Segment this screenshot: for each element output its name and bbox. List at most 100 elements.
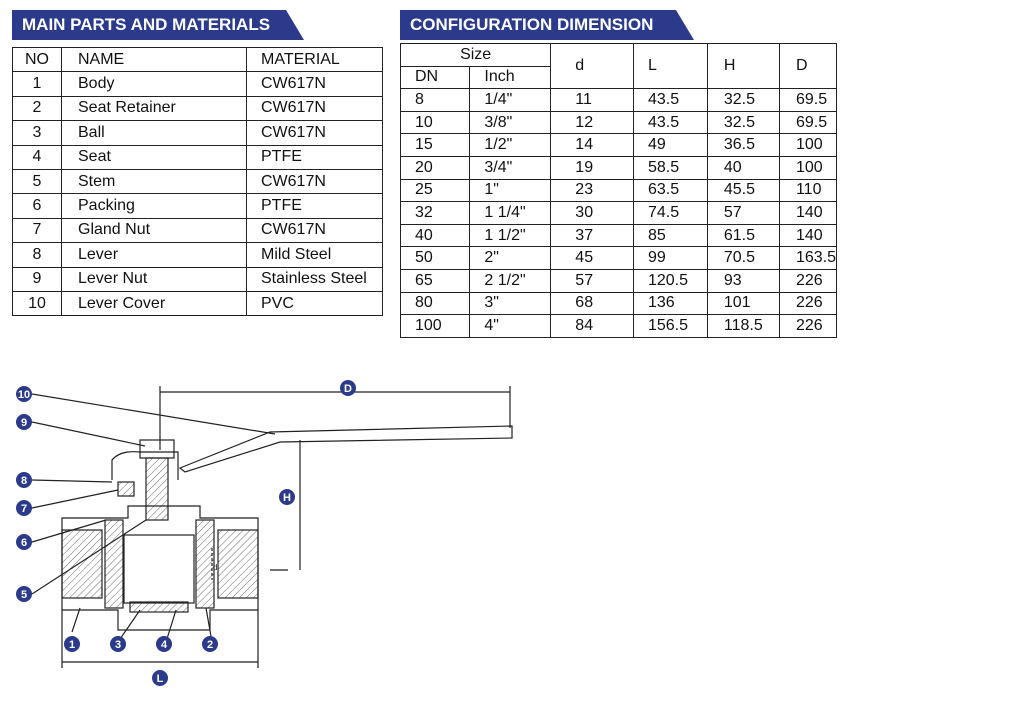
parts-cell-name: Seat Retainer bbox=[61, 95, 247, 122]
part-badge-6: 6 bbox=[16, 534, 32, 550]
part-badge-3-text: 3 bbox=[115, 639, 121, 651]
parts-cell-name: Packing bbox=[61, 193, 247, 219]
header-d: d bbox=[550, 42, 634, 90]
part-badge-3: 3 bbox=[110, 636, 126, 652]
part-badge-2-text: 2 bbox=[207, 639, 213, 651]
config-cell-D: 226 bbox=[778, 268, 838, 293]
parts-cell-name: Lever Nut bbox=[61, 266, 247, 292]
part-badge-7-text: 7 bbox=[21, 503, 27, 515]
dim-badge-L: L bbox=[152, 670, 168, 686]
dim-d-label: d bbox=[213, 563, 217, 572]
config-cell-inch: 2 1/2" bbox=[469, 268, 552, 293]
config-cell-L: 58.5 bbox=[632, 155, 708, 180]
config-cell-D: 163.5 bbox=[778, 246, 838, 270]
part-badge-9-circle bbox=[16, 414, 32, 430]
part-badge-2-circle bbox=[202, 636, 218, 652]
config-cell-inch: 3/8" bbox=[469, 110, 552, 135]
parts-cell-name: Stem bbox=[61, 168, 247, 195]
header-inch: Inch bbox=[469, 65, 552, 90]
part-badge-10: 10 bbox=[16, 386, 32, 402]
parts-cell-material: Mild Steel bbox=[246, 242, 383, 268]
part-badge-1: 1 bbox=[64, 636, 80, 652]
dim-badge-H: H bbox=[279, 489, 295, 505]
parts-cell-name: Body bbox=[61, 71, 247, 97]
dim-badge-L-text: L bbox=[157, 673, 164, 685]
config-cell-d: 11 bbox=[550, 88, 634, 112]
config-cell-d: 30 bbox=[550, 201, 634, 225]
config-cell-L: 43.5 bbox=[632, 88, 708, 112]
part-badge-8-text: 8 bbox=[21, 475, 27, 487]
part-badge-6-circle bbox=[16, 534, 32, 550]
parts-cell-name: Gland Nut bbox=[61, 217, 247, 244]
config-cell-dn: 65 bbox=[399, 268, 471, 293]
part-badge-8-circle bbox=[16, 472, 32, 488]
config-cell-H: 61.5 bbox=[706, 223, 780, 248]
parts-cell-name: Ball bbox=[61, 120, 247, 146]
parts-cell-material: CW617N bbox=[246, 95, 383, 122]
config-cell-d: 23 bbox=[550, 178, 634, 203]
part-badge-4-circle bbox=[156, 636, 172, 652]
parts-cell-material: CW617N bbox=[246, 120, 383, 146]
config-cell-H: 40 bbox=[706, 155, 780, 180]
config-cell-dn: 15 bbox=[399, 133, 471, 157]
config-header-row-1: Size d L H D bbox=[399, 42, 838, 90]
parts-cell-no: 8 bbox=[12, 242, 62, 268]
config-cell-inch: 2" bbox=[469, 246, 552, 270]
parts-cell-no: 2 bbox=[12, 95, 62, 122]
config-cell-dn: 25 bbox=[399, 178, 471, 203]
config-cell-dn: 10 bbox=[399, 110, 471, 135]
dim-badge-H-circle bbox=[279, 489, 295, 505]
config-cell-d: 14 bbox=[550, 133, 634, 157]
config-cell-D: 110 bbox=[778, 178, 838, 203]
dim-badge-D-circle bbox=[340, 380, 356, 396]
parts-cell-no: 5 bbox=[12, 168, 62, 195]
config-cell-D: 100 bbox=[778, 155, 838, 180]
config-cell-d: 19 bbox=[550, 155, 634, 180]
part-badge-5: 5 bbox=[16, 586, 32, 602]
part-badge-1-text: 1 bbox=[69, 639, 75, 651]
config-cell-inch: 3/4" bbox=[469, 155, 552, 180]
config-cell-H: 118.5 bbox=[706, 314, 780, 338]
config-cell-d: 37 bbox=[550, 223, 634, 248]
config-cell-D: 100 bbox=[778, 133, 838, 157]
parts-header-row: NO NAME MATERIAL bbox=[12, 46, 383, 73]
parts-cell-name: Seat bbox=[61, 144, 247, 170]
config-cell-H: 32.5 bbox=[706, 110, 780, 135]
config-cell-D: 140 bbox=[778, 223, 838, 248]
config-cell-D: 140 bbox=[778, 201, 838, 225]
config-cell-dn: 100 bbox=[399, 314, 471, 338]
parts-cell-material: CW617N bbox=[246, 71, 383, 97]
header-name: NAME bbox=[61, 46, 247, 73]
config-cell-L: 49 bbox=[632, 133, 708, 157]
parts-cell-name: Lever bbox=[61, 242, 247, 268]
header-material: MATERIAL bbox=[246, 46, 383, 73]
part-badge-10-text: 10 bbox=[18, 389, 30, 401]
parts-cell-no: 1 bbox=[12, 71, 62, 97]
header-D: D bbox=[778, 42, 838, 90]
config-cell-d: 12 bbox=[550, 110, 634, 135]
config-cell-L: 63.5 bbox=[632, 178, 708, 203]
part-badge-9: 9 bbox=[16, 414, 32, 430]
part-badge-5-circle bbox=[16, 586, 32, 602]
part-badge-7: 7 bbox=[16, 500, 32, 516]
part-badge-7-circle bbox=[16, 500, 32, 516]
config-cell-inch: 4" bbox=[469, 314, 552, 338]
